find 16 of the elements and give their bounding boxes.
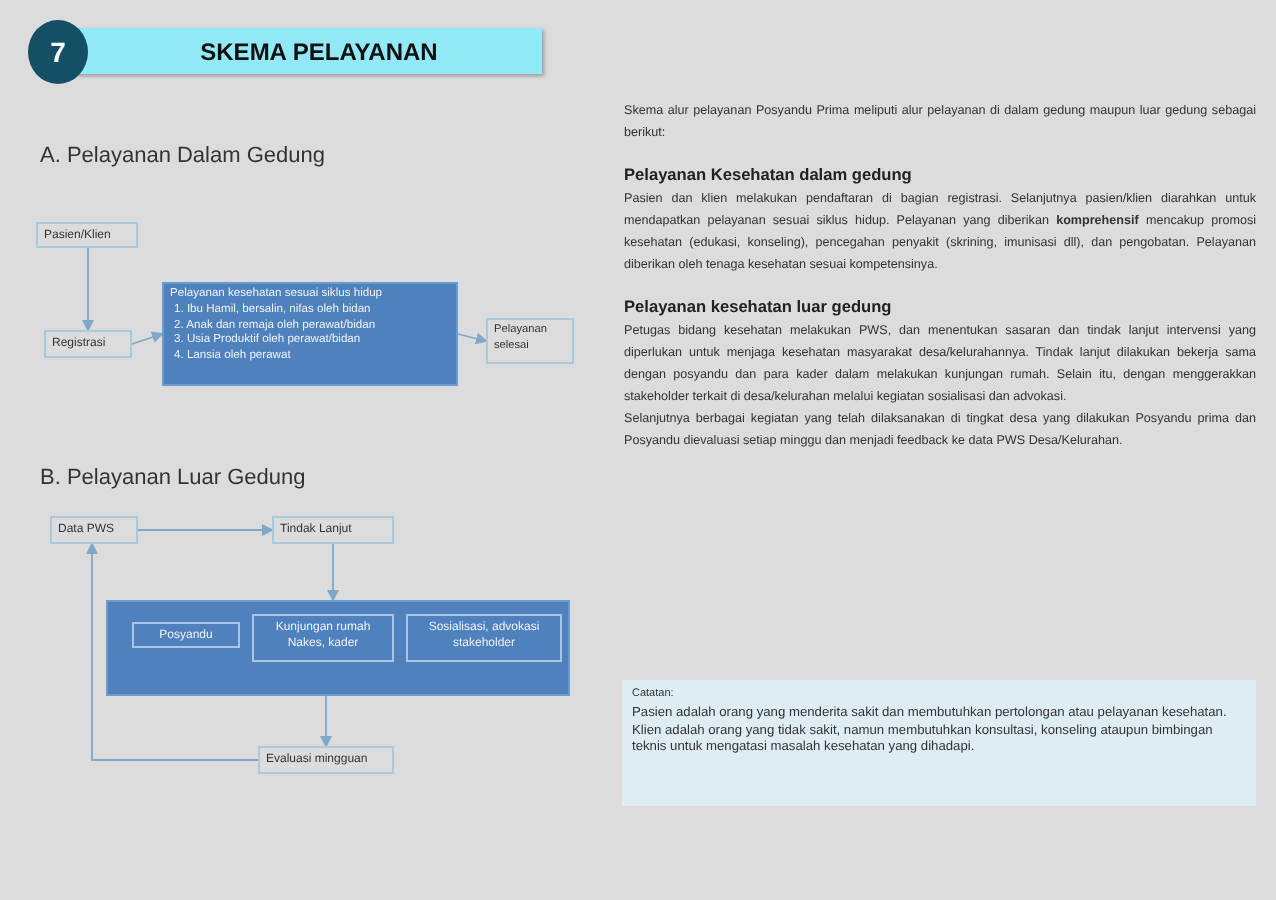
paragraph-heading: Pelayanan Kesehatan dalam gedung (624, 164, 914, 185)
arrow (320, 695, 332, 748)
section-heading: A. Pelayanan Dalam Gedung (40, 144, 325, 168)
arrow (137, 524, 274, 536)
arrow (327, 543, 339, 602)
section-heading: B. Pelayanan Luar Gedung (40, 466, 306, 490)
note-box (622, 680, 1256, 806)
arrow (131, 331, 164, 345)
title-banner: SKEMA PELAYANAN (76, 28, 542, 74)
arrow (457, 332, 488, 345)
service-panel (106, 600, 570, 696)
arrow (82, 247, 94, 332)
paragraph-heading: Pelayanan kesehatan luar gedung (624, 296, 894, 317)
arrow (86, 542, 259, 761)
number-badge: 7 (28, 20, 88, 84)
service-panel (162, 282, 458, 386)
